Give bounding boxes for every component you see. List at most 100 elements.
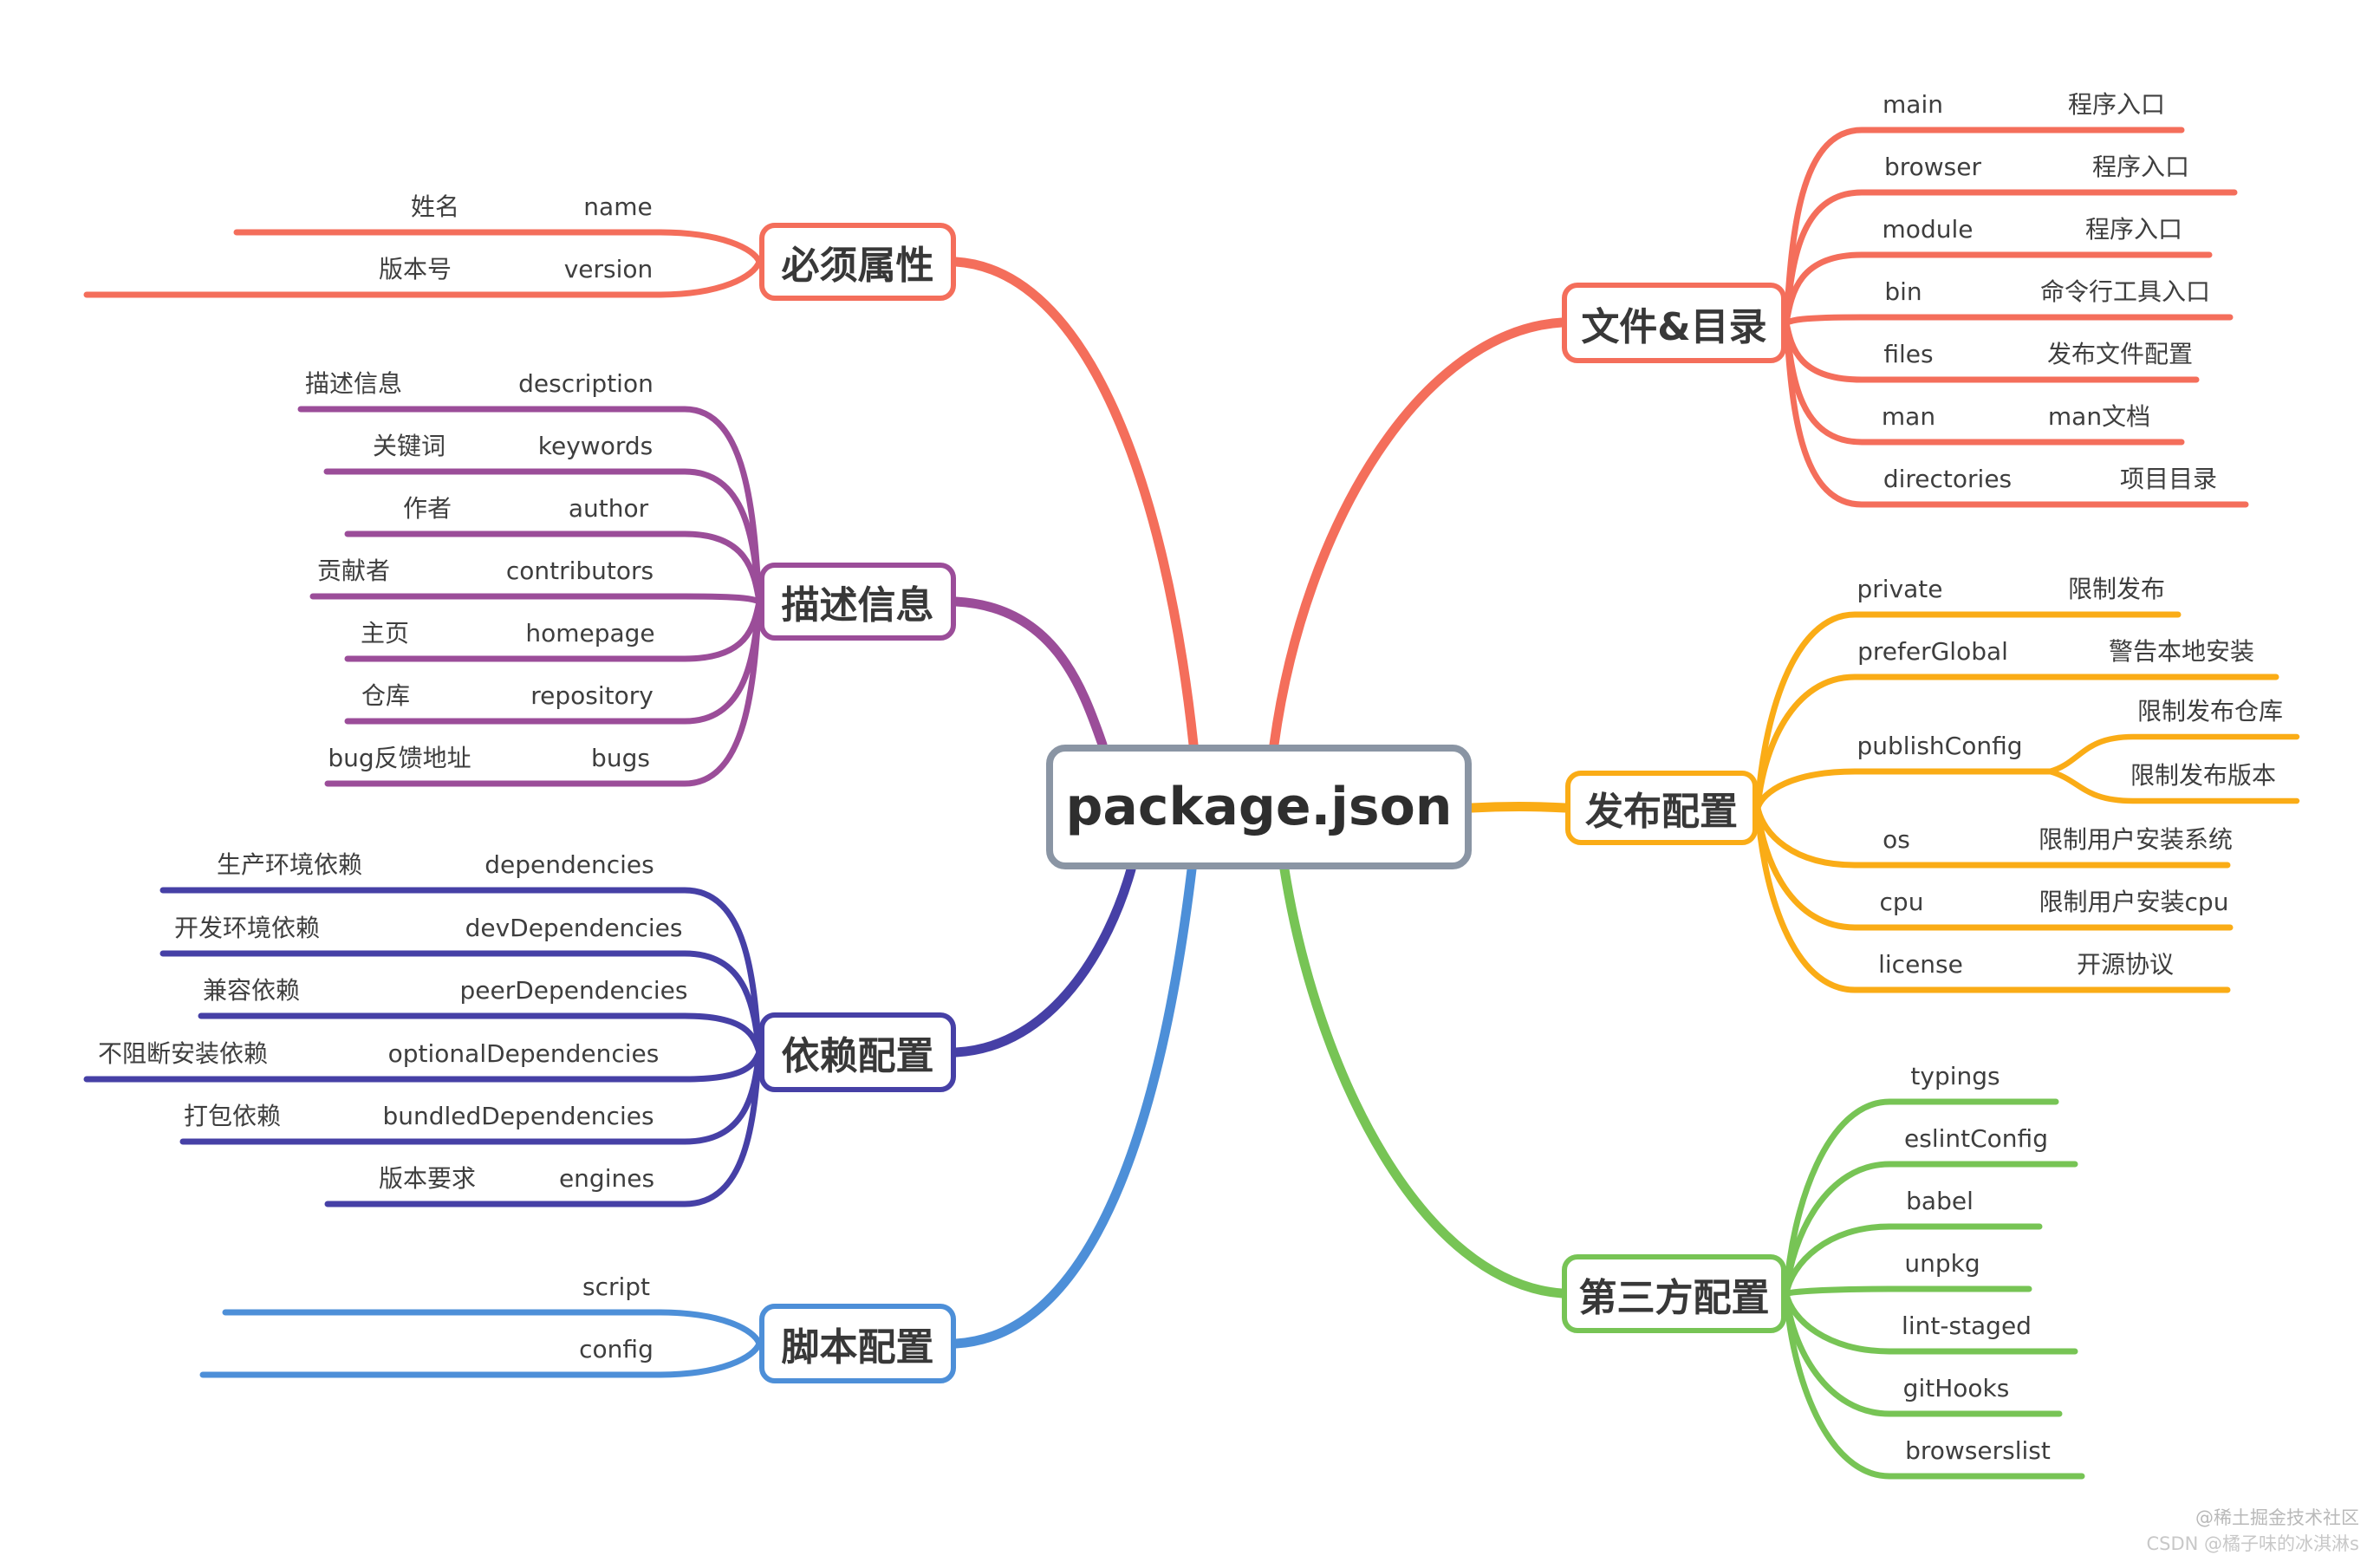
node-dependencies-child-5-en: engines — [558, 1164, 655, 1193]
node-publish-child-3-zh: 限制用户安装系统 — [2038, 825, 2234, 854]
node-dependencies-child-4-en: bundledDependencies — [382, 1102, 654, 1130]
node-publish-child-0-zh: 限制发布 — [2067, 575, 2166, 603]
node-dependencies-child-2-zh: 兼容依赖 — [202, 976, 301, 1005]
connector-dependencies-1 — [159, 950, 763, 1056]
connector-files-2 — [1783, 251, 2213, 326]
node-description-child-1-zh: 关键词 — [372, 432, 446, 460]
node-description-child-2-zh: 作者 — [402, 494, 452, 523]
node-thirdparty-child-4-en: lint-staged — [1902, 1311, 2032, 1340]
node-thirdparty-child-3-en: unpkg — [1904, 1249, 1980, 1278]
connector-center-thirdparty — [1279, 864, 1567, 1298]
node-description-child-1-en: keywords — [537, 432, 654, 460]
node-dependencies-child-5-zh: 版本要求 — [378, 1164, 477, 1193]
node-description-child-0-zh: 描述信息 — [304, 369, 403, 398]
topic-dependencies: 依赖配置 — [759, 1012, 956, 1092]
connector-publish-2 — [1754, 768, 2053, 811]
connector-center-files — [1269, 317, 1567, 750]
node-dependencies-child-3-en: optionalDependencies — [387, 1039, 660, 1068]
node-required-child-0-zh: 姓名 — [410, 192, 460, 221]
node-dependencies-child-4-zh: 打包依赖 — [183, 1102, 282, 1130]
topic-thirdparty: 第三方配置 — [1562, 1254, 1786, 1333]
node-files-child-4-zh: 发布文件配置 — [2046, 340, 2194, 368]
node-publish-child-2-en: publishConfig — [1857, 732, 2023, 760]
connector-files-6 — [1783, 320, 2249, 508]
node-description-child-4-en: homepage — [525, 619, 655, 648]
connector-required-0 — [233, 229, 763, 265]
node-description-child-2-en: author — [568, 494, 649, 523]
watermark-juejin: @稀土掘金技术社区 — [2195, 1507, 2359, 1528]
connector-description-2 — [344, 530, 763, 605]
connector-thirdparty-2 — [1783, 1223, 2043, 1297]
topic-scripts: 脚本配置 — [759, 1304, 956, 1383]
connector-description-3 — [309, 593, 763, 605]
connector-scripts-0 — [222, 1309, 763, 1347]
connector-publish-2-sub1 — [2046, 768, 2300, 804]
node-required-child-0-en: name — [583, 192, 653, 221]
node-publish-child-2-sub-0: 限制发布仓库 — [2136, 697, 2284, 726]
node-files-child-4-en: files — [1883, 340, 1934, 368]
connector-thirdparty-3 — [1783, 1285, 2032, 1297]
node-files-child-1-en: browser — [1883, 153, 1982, 181]
connector-center-required — [951, 257, 1199, 750]
node-description-child-3-en: contributors — [505, 556, 654, 585]
node-files-child-0-en: main — [1883, 90, 1943, 119]
node-thirdparty-child-0-en: typings — [1910, 1062, 2000, 1090]
node-description-child-6-zh: bug反馈地址 — [328, 744, 471, 772]
node-files-child-6-zh: 项目目录 — [2119, 465, 2218, 493]
connector-publish-2-sub0 — [2046, 733, 2300, 775]
node-dependencies-child-3-zh: 不阻断安装依赖 — [97, 1039, 269, 1068]
central-topic: package.json — [1046, 745, 1472, 869]
node-publish-child-0-en: private — [1857, 575, 1943, 603]
topic-description: 描述信息 — [759, 563, 956, 641]
node-dependencies-child-0-en: dependencies — [484, 850, 654, 879]
node-dependencies-child-2-en: peerDependencies — [459, 976, 688, 1005]
node-required-child-1-en: version — [563, 255, 654, 283]
node-files-child-6-en: directories — [1883, 465, 2013, 493]
node-thirdparty-child-6-en: browserslist — [1905, 1436, 2051, 1465]
node-description-child-3-zh: 贡献者 — [316, 556, 391, 585]
node-publish-child-1-zh: 警告本地安装 — [2108, 637, 2255, 666]
node-scripts-child-0-en: script — [582, 1272, 651, 1301]
node-files-child-0-zh: 程序入口 — [2067, 90, 2166, 119]
node-thirdparty-child-2-en: babel — [1906, 1187, 1974, 1215]
connector-center-scripts — [951, 864, 1197, 1349]
node-files-child-1-zh: 程序入口 — [2091, 153, 2190, 181]
node-publish-child-1-en: preferGlobal — [1857, 637, 2008, 666]
node-files-child-5-zh: man文档 — [2047, 402, 2151, 431]
connector-files-3 — [1783, 314, 2234, 326]
node-thirdparty-child-5-en: gitHooks — [1902, 1374, 2010, 1403]
connector-dependencies-2 — [198, 1012, 763, 1056]
node-publish-child-2-sub-1: 限制发布版本 — [2130, 761, 2277, 790]
node-description-child-6-en: bugs — [591, 744, 650, 772]
node-files-child-2-en: module — [1882, 215, 1974, 244]
node-publish-child-5-en: license — [1878, 950, 1963, 979]
node-files-child-2-zh: 程序入口 — [2084, 215, 2183, 244]
node-publish-child-3-en: os — [1883, 825, 1910, 854]
node-description-child-0-en: description — [518, 369, 654, 398]
connector-publish-5 — [1754, 804, 2231, 993]
node-scripts-child-1-en: config — [579, 1335, 654, 1363]
node-thirdparty-child-1-en: eslintConfig — [1904, 1124, 2048, 1153]
node-dependencies-child-1-en: devDependencies — [465, 914, 683, 942]
connector-thirdparty-1 — [1783, 1161, 2078, 1297]
node-description-child-5-en: repository — [530, 681, 654, 710]
connector-thirdparty-6 — [1783, 1291, 2085, 1480]
connector-center-description — [951, 596, 1108, 750]
node-publish-child-4-en: cpu — [1879, 888, 1924, 916]
connector-center-dependencies — [951, 864, 1136, 1058]
node-description-child-4-zh: 主页 — [360, 619, 410, 648]
node-required-child-1-zh: 版本号 — [378, 255, 452, 283]
topic-required: 必须属性 — [759, 223, 956, 301]
connector-scripts-1 — [199, 1340, 763, 1378]
topic-publish: 发布配置 — [1565, 771, 1758, 845]
topic-files: 文件&目录 — [1562, 283, 1786, 363]
node-dependencies-child-1-zh: 开发环境依赖 — [173, 914, 321, 942]
connector-center-publish — [1466, 802, 1570, 813]
node-publish-child-4-zh: 限制用户安装cpu — [2039, 888, 2229, 916]
node-dependencies-child-0-zh: 生产环境依赖 — [216, 850, 363, 879]
connector-dependencies-5 — [324, 1049, 763, 1207]
watermark-csdn: CSDN @橘子味的冰淇淋s — [2146, 1533, 2360, 1554]
node-files-child-5-en: man — [1881, 402, 1936, 431]
node-files-child-3-en: bin — [1884, 277, 1922, 306]
